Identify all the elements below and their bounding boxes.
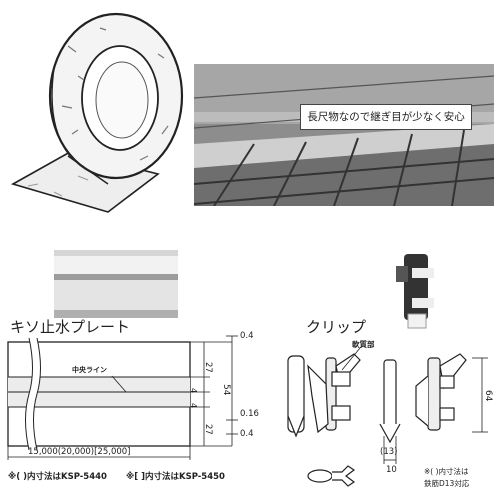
clip-dim-13: (13) bbox=[380, 447, 397, 457]
clip-section-view bbox=[383, 359, 397, 433]
dim-center-a: 4 bbox=[189, 388, 198, 393]
plate-photo bbox=[54, 250, 178, 318]
clip-note-line2: 鉄筋D13対応 bbox=[424, 479, 470, 488]
clip-dim-height: 64 bbox=[483, 390, 493, 402]
note-ksp5440: ※( )内寸法はKSP-5440 bbox=[8, 472, 107, 482]
dim-side-upper: 27 bbox=[203, 362, 213, 373]
plate-drawing: 中央ライン 0.4 27 4 4 27 54 0.16 0.4 15,000(2… bbox=[7, 331, 259, 460]
dim-bottom: 0.4 bbox=[240, 429, 254, 439]
clip-heading: クリップ bbox=[306, 318, 367, 336]
plate-length: 15,000(20,000)[25,000] bbox=[28, 447, 131, 457]
photo-callout: 長尺物なので継ぎ目が少なく安心 bbox=[300, 104, 472, 130]
installation-photo bbox=[194, 64, 494, 206]
plate-heading: キソ止水プレート bbox=[10, 318, 131, 336]
soft-part-label: 軟質部 bbox=[352, 339, 375, 349]
clip-rear-view bbox=[427, 357, 441, 431]
clip-top-view bbox=[307, 469, 333, 483]
center-line-label: 中央ライン bbox=[72, 365, 107, 374]
dim-gap: 0.16 bbox=[240, 409, 259, 419]
clip-drawing: 軟質部 64 (13) 10 bbox=[287, 339, 493, 487]
clip-dim-10: 10 bbox=[386, 465, 397, 475]
dim-center-b: 4 bbox=[189, 403, 198, 408]
clip-photo bbox=[396, 254, 434, 329]
tape-roll-illustration bbox=[10, 12, 184, 213]
dim-total: 54 bbox=[221, 384, 231, 396]
clip-note-line1: ※( )内寸法は bbox=[424, 467, 469, 476]
note-ksp5450: ※[ ]内寸法はKSP-5450 bbox=[126, 472, 225, 482]
dim-top: 0.4 bbox=[240, 331, 254, 341]
dim-side-lower: 27 bbox=[203, 424, 213, 435]
